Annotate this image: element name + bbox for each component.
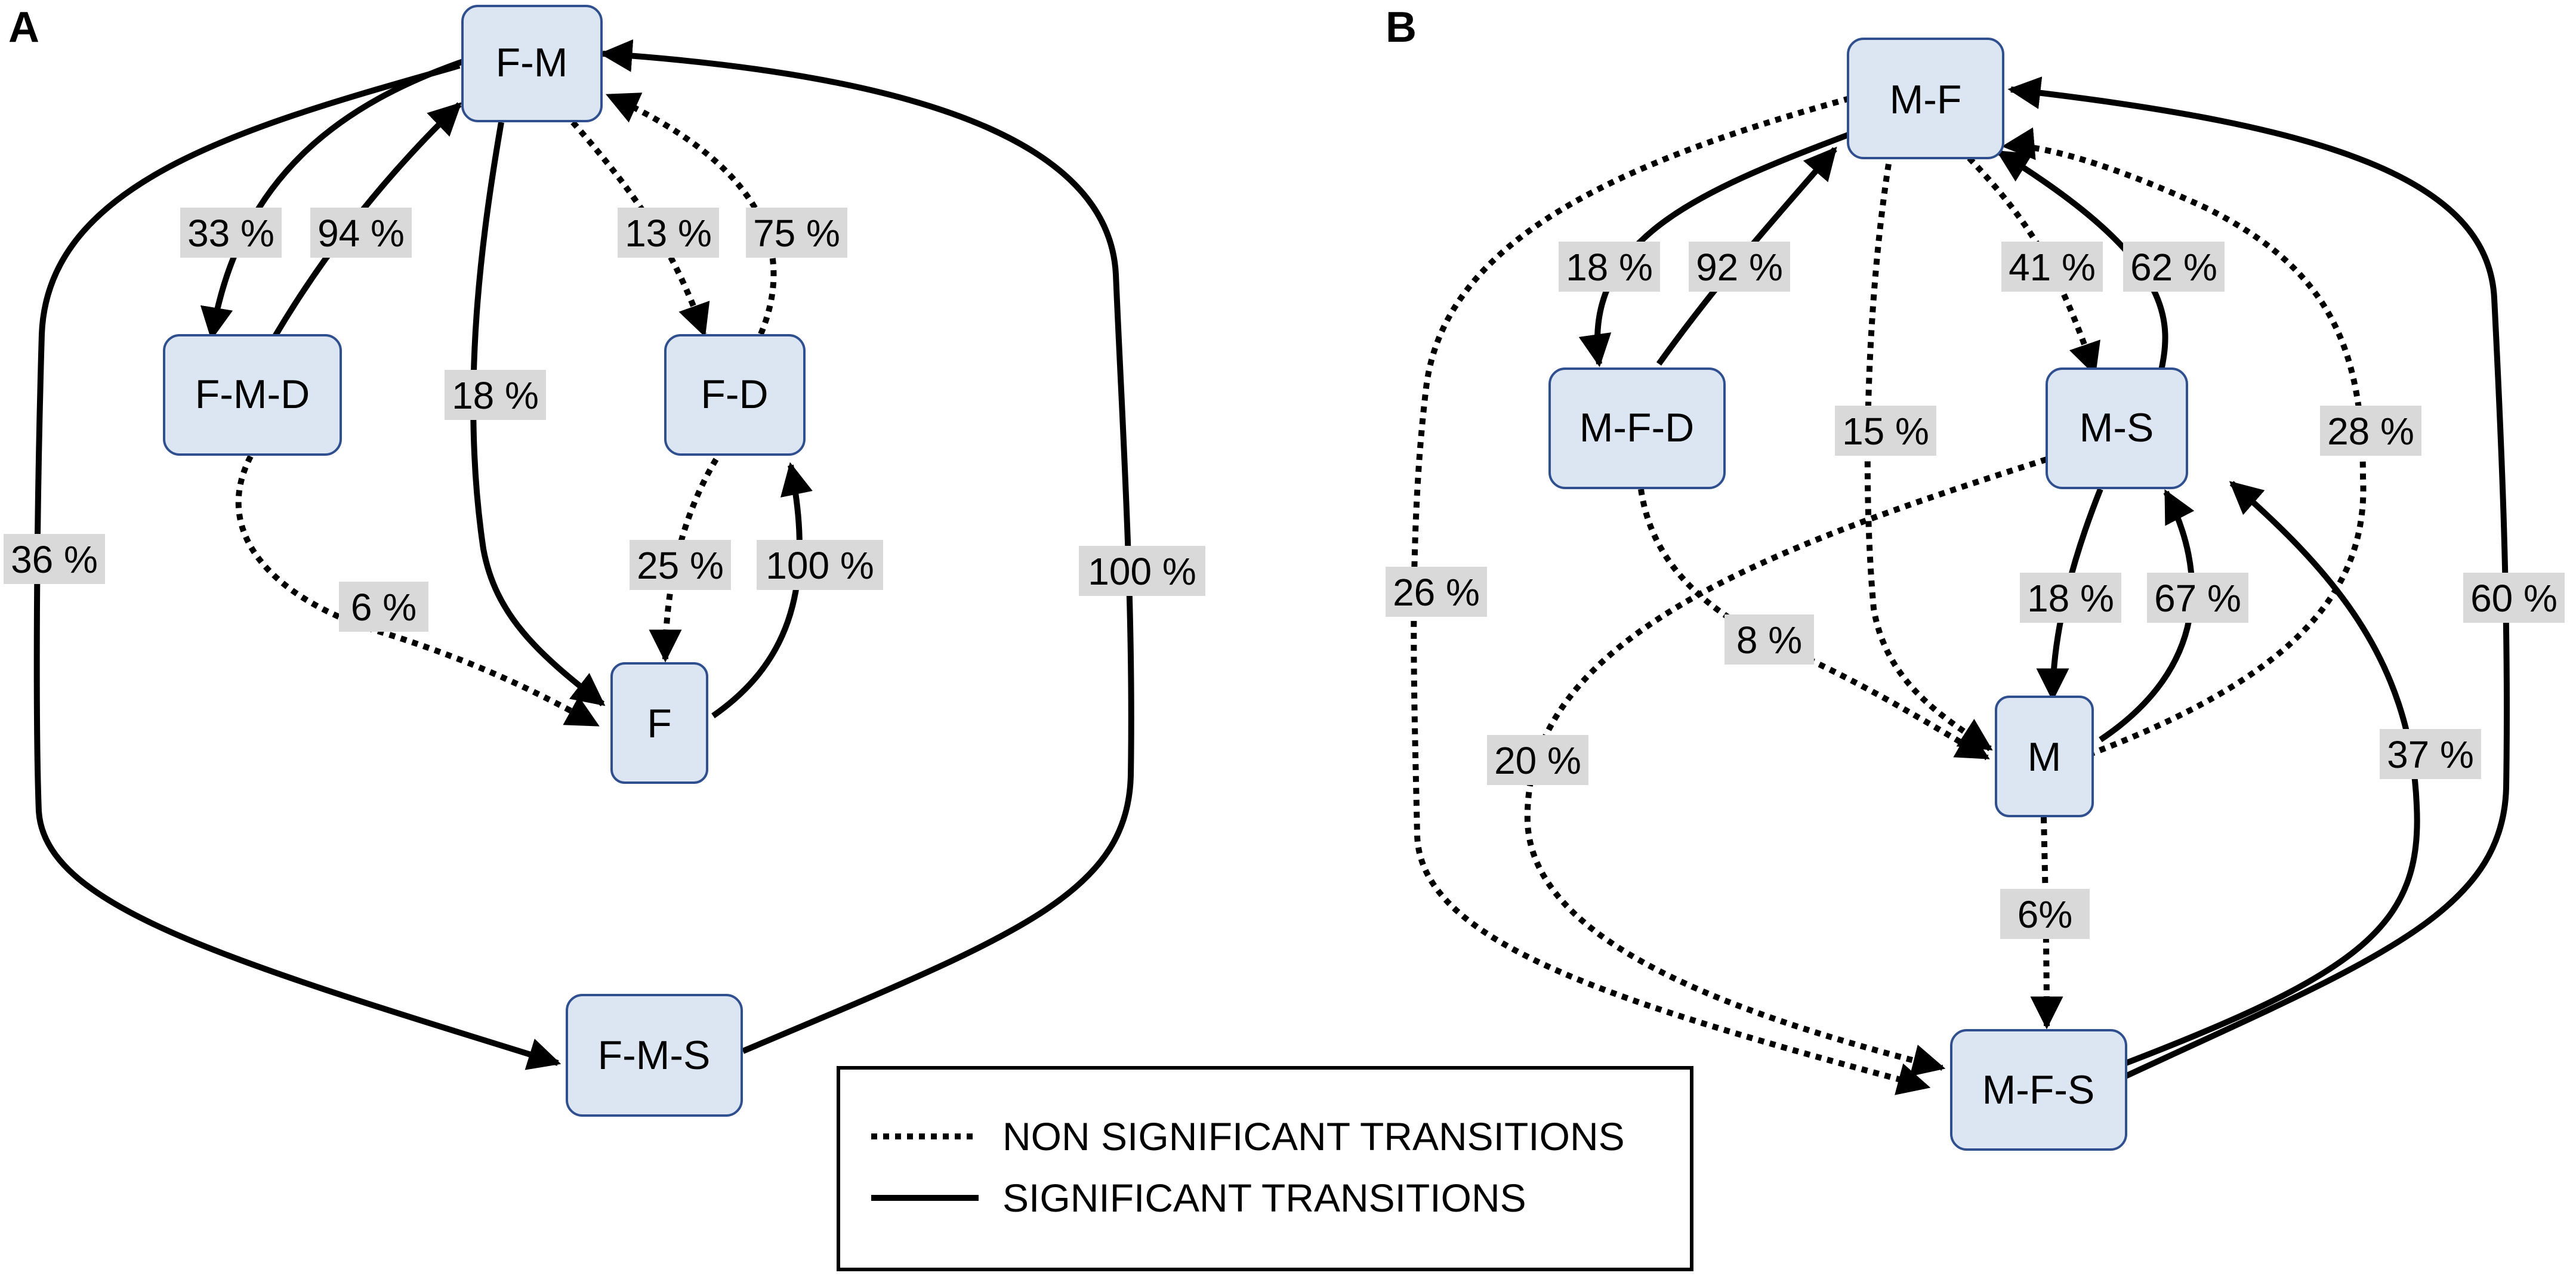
edge-label-m-ms: 67 % xyxy=(2147,573,2248,623)
edge-ms-to-mfs xyxy=(1524,456,2048,1077)
edge-f-to-fd xyxy=(711,462,813,719)
svg-text:92 %: 92 % xyxy=(1696,246,1783,289)
edge-label-mfs-ms: 37 % xyxy=(2380,729,2481,779)
node-f: F xyxy=(610,662,708,784)
svg-text:33 %: 33 % xyxy=(187,212,274,255)
edge-label-mf-mfs: 26 % xyxy=(1386,567,1487,617)
panel-letter-b: B xyxy=(1386,4,1417,51)
svg-text:26 %: 26 % xyxy=(1393,571,1480,614)
node-f-m: F-M xyxy=(461,5,603,122)
svg-text:41 %: 41 % xyxy=(2009,246,2096,289)
edge-label-fd-f: 25 % xyxy=(630,540,731,590)
svg-text:M-S: M-S xyxy=(2080,405,2154,450)
edge-label-mfd-mf: 92 % xyxy=(1689,242,1790,292)
edge-label-ms-m: 18 % xyxy=(2020,573,2121,623)
legend-solid-label: SIGNIFICANT TRANSITIONS xyxy=(1002,1176,1526,1220)
edge-fd-to-fm xyxy=(605,92,777,335)
edge-fm-to-f xyxy=(470,122,606,706)
svg-text:37 %: 37 % xyxy=(2387,733,2474,776)
svg-text:18 %: 18 % xyxy=(1566,246,1653,289)
svg-text:75 %: 75 % xyxy=(753,212,840,255)
edge-label-fmd-fm: 94 % xyxy=(310,208,412,258)
edge-label-fms-fm: 100 % xyxy=(1079,546,1205,596)
svg-text:100 %: 100 % xyxy=(766,544,874,587)
edge-mfs-to-ms xyxy=(2120,481,2420,1068)
svg-text:60 %: 60 % xyxy=(2470,577,2558,620)
svg-text:28 %: 28 % xyxy=(2327,410,2414,453)
edge-labels-layer: 33 % 94 % 18 % 13 % 75 % 36 % 100 % 6 % … xyxy=(4,208,2565,939)
edge-label-fm-f: 18 % xyxy=(445,370,546,420)
edges-layer xyxy=(33,39,2510,1095)
legend: NON SIGNIFICANT TRANSITIONS SIGNIFICANT … xyxy=(837,1066,1693,1271)
edge-label-fm-fmd: 33 % xyxy=(180,208,282,258)
svg-text:18 %: 18 % xyxy=(452,374,539,417)
edge-label-m-mfs: 6% xyxy=(2000,889,2090,939)
svg-text:F-D: F-D xyxy=(701,372,768,417)
panel-letter-a: A xyxy=(8,4,39,51)
edge-label-mf-m: 15 % xyxy=(1835,406,1936,456)
svg-text:F-M: F-M xyxy=(496,40,568,85)
nodes-layer: F-M F-M-D F-D F F-M-S M-F M-F-D M-S M M-… xyxy=(163,5,2188,1151)
svg-text:15 %: 15 % xyxy=(1842,410,1929,453)
edge-label-mfs-mf: 60 % xyxy=(2463,573,2565,623)
edge-mf-to-m xyxy=(1864,163,1993,752)
node-m: M xyxy=(1995,696,2094,817)
edge-fd-to-f xyxy=(649,458,719,663)
svg-text:6%: 6% xyxy=(2017,893,2073,936)
edge-fm-to-fms xyxy=(33,63,562,1070)
svg-text:62 %: 62 % xyxy=(2130,246,2217,289)
node-m-f-s: M-F-S xyxy=(1950,1029,2127,1151)
edge-label-fd-fm: 75 % xyxy=(746,208,847,258)
edge-label-fmd-f: 6 % xyxy=(339,582,428,632)
edge-label-mfd-m: 8 % xyxy=(1724,614,1814,665)
legend-box xyxy=(837,1066,1693,1271)
svg-text:8 %: 8 % xyxy=(1736,619,1802,662)
svg-text:18 %: 18 % xyxy=(2027,577,2114,620)
svg-text:36 %: 36 % xyxy=(11,538,98,581)
svg-text:M-F: M-F xyxy=(1890,77,1962,122)
edge-label-ms-mf: 62 % xyxy=(2123,242,2225,292)
node-f-m-s: F-M-S xyxy=(566,994,743,1117)
svg-text:13 %: 13 % xyxy=(625,212,712,255)
edge-mfs-to-mf xyxy=(2007,76,2510,1080)
edge-fm-to-fd xyxy=(570,120,710,338)
svg-text:6 %: 6 % xyxy=(351,586,417,629)
edge-fmd-to-f xyxy=(235,455,600,728)
edge-label-fm-fms: 36 % xyxy=(4,534,105,584)
edge-label-f-fd: 100 % xyxy=(757,540,883,590)
node-m-f-d: M-F-D xyxy=(1548,367,1726,489)
edge-fms-to-fm xyxy=(599,39,1134,1054)
edge-mf-to-mfs xyxy=(1411,95,1931,1095)
svg-text:94 %: 94 % xyxy=(317,212,405,255)
svg-text:67 %: 67 % xyxy=(2154,577,2241,620)
node-f-m-d: F-M-D xyxy=(163,334,342,456)
svg-text:M-F-D: M-F-D xyxy=(1579,405,1695,450)
edge-mf-to-mfd xyxy=(1578,131,1851,367)
svg-text:F: F xyxy=(647,701,672,746)
edge-label-ms-mfs: 20 % xyxy=(1487,735,1588,785)
svg-text:100 %: 100 % xyxy=(1088,550,1196,593)
edge-label-m-mf: 28 % xyxy=(2320,406,2421,456)
svg-text:M-F-S: M-F-S xyxy=(1982,1067,2095,1113)
edge-m-to-mf xyxy=(2001,127,2367,758)
node-m-s: M-S xyxy=(2046,367,2188,489)
svg-text:M: M xyxy=(2028,734,2062,780)
svg-text:25 %: 25 % xyxy=(637,544,724,587)
node-f-d: F-D xyxy=(664,334,806,456)
svg-text:F-M-D: F-M-D xyxy=(195,372,310,417)
svg-text:F-M-S: F-M-S xyxy=(598,1033,711,1078)
node-m-f: M-F xyxy=(1847,38,2004,159)
svg-text:20 %: 20 % xyxy=(1494,739,1581,782)
edge-label-fm-fd: 13 % xyxy=(618,208,719,258)
edge-label-mf-mfd: 18 % xyxy=(1559,242,1660,292)
edge-label-mf-ms: 41 % xyxy=(2001,242,2103,292)
legend-dotted-label: NON SIGNIFICANT TRANSITIONS xyxy=(1002,1114,1625,1158)
